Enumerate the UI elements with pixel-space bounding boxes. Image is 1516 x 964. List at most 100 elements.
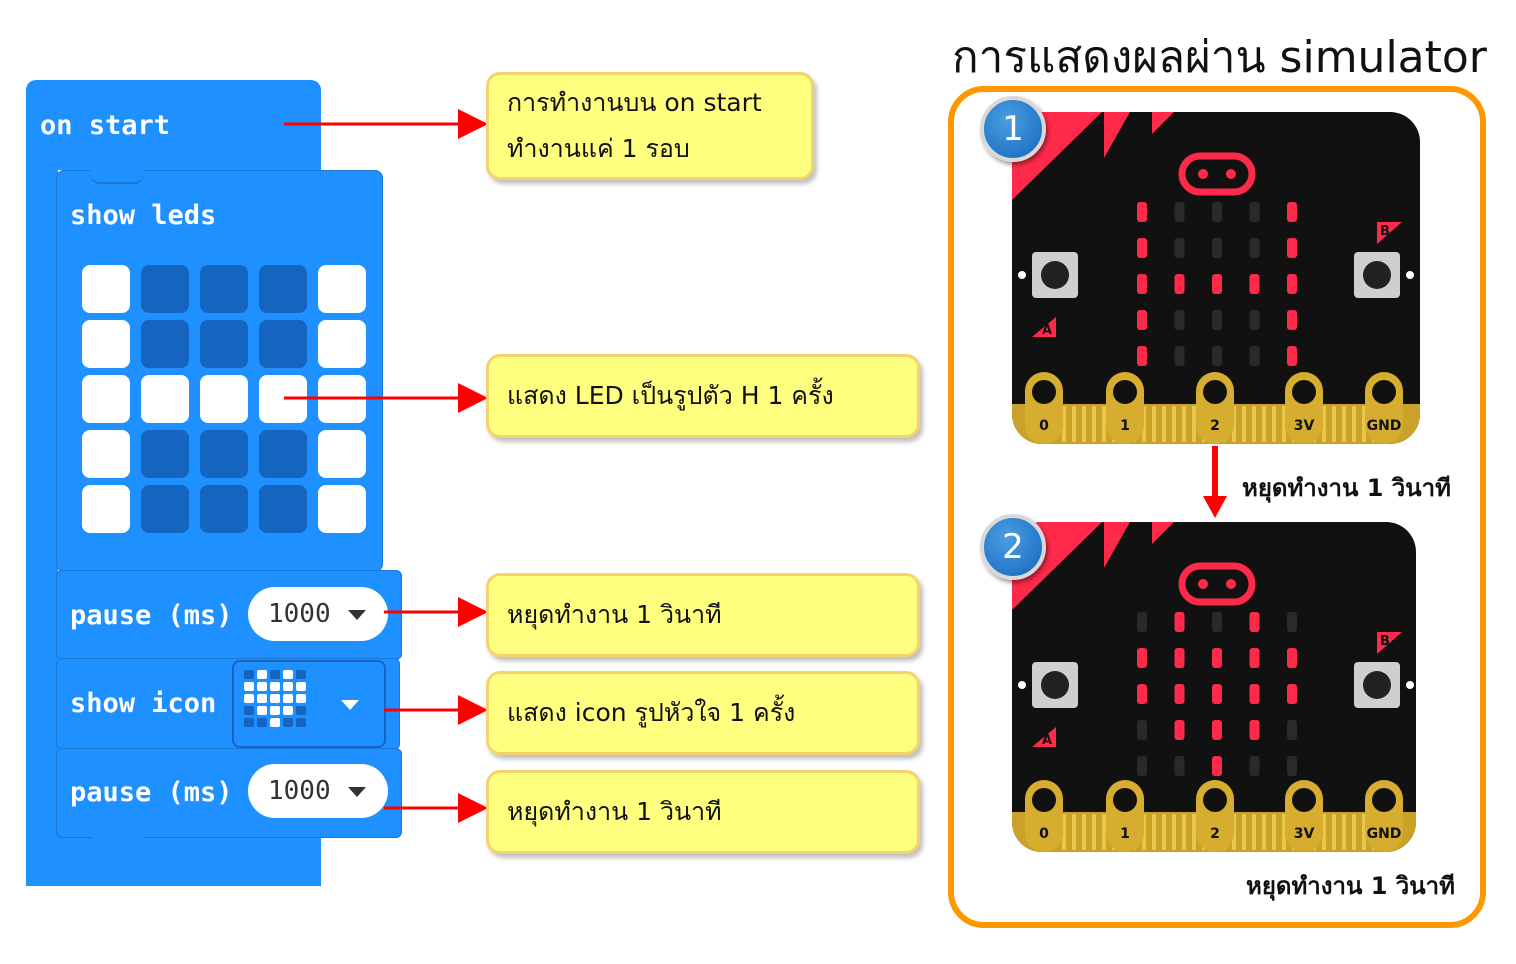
edge-strip — [1072, 406, 1076, 442]
on-start-rail — [26, 168, 58, 886]
led-toggle[interactable] — [259, 485, 307, 533]
led-toggle[interactable] — [200, 485, 248, 533]
led-dark — [1137, 756, 1147, 776]
led-toggle[interactable] — [82, 265, 130, 313]
led-toggle[interactable] — [200, 320, 248, 368]
led-lit — [1287, 648, 1297, 668]
led-toggle[interactable] — [82, 375, 130, 423]
edge-strip — [1282, 406, 1286, 442]
pin-label: 2 — [1210, 826, 1220, 842]
led-dark — [1174, 346, 1185, 366]
led-toggle[interactable] — [318, 265, 366, 313]
edge-strip — [1162, 814, 1166, 850]
led-toggle[interactable] — [141, 265, 189, 313]
sim-caption-1: หยุดทำงาน 1 วินาที — [1242, 474, 1451, 502]
led-lit — [1174, 648, 1185, 668]
led-lit — [1137, 684, 1147, 704]
chevron-down-icon[interactable] — [348, 610, 366, 620]
edge-strip — [1332, 406, 1336, 442]
led-toggle[interactable] — [82, 320, 130, 368]
pin-hole — [1113, 380, 1137, 404]
edge-strip — [1152, 814, 1156, 850]
led-dark — [1287, 720, 1297, 740]
led-dark — [1212, 346, 1222, 366]
led-lit — [1212, 274, 1222, 294]
button-dot — [1406, 271, 1414, 279]
edge-strip — [1192, 406, 1196, 442]
led-lit — [1137, 202, 1147, 222]
heart-icon-pixel — [296, 682, 306, 691]
led-toggle[interactable] — [259, 430, 307, 478]
pause-value-2-text: 1000 — [268, 776, 331, 806]
button-a-label: A — [1042, 323, 1052, 338]
on-start-block[interactable] — [26, 80, 321, 170]
led-dark — [1137, 720, 1147, 740]
simulator-title: การแสดงผลผ่าน simulator — [952, 32, 1487, 83]
led-toggle[interactable] — [318, 485, 366, 533]
edge-strip — [1102, 814, 1106, 850]
button-a-marker — [1032, 727, 1056, 747]
corner-deco — [1104, 522, 1130, 568]
led-toggle[interactable] — [318, 320, 366, 368]
led-toggle[interactable] — [82, 430, 130, 478]
heart-icon-pixel — [283, 670, 293, 679]
note-show-leds: แสดง LED เป็นรูปตัว H 1 ครั้ง — [486, 354, 920, 438]
pin-label: GND — [1367, 826, 1402, 842]
chevron-down-icon[interactable] — [341, 700, 359, 710]
note-on-start-line2: ทำงานแค่ 1 รอบ — [507, 134, 690, 163]
pin-hole — [1203, 380, 1227, 404]
pause-label-2: pause (ms) — [70, 777, 233, 808]
note-pause-2: หยุดทำงาน 1 วินาที — [486, 770, 920, 854]
led-lit — [1137, 238, 1147, 258]
led-dark — [1137, 612, 1147, 632]
led-lit — [1212, 648, 1222, 668]
pause-label-1: pause (ms) — [70, 600, 233, 631]
microbit-logo-dot — [1226, 579, 1236, 589]
led-lit — [1249, 648, 1260, 668]
show-leds-label: show leds — [70, 200, 217, 231]
corner-deco — [1152, 112, 1174, 134]
led-toggle[interactable] — [200, 375, 248, 423]
button-dot — [1018, 271, 1026, 279]
led-toggle[interactable] — [82, 485, 130, 533]
led-dark — [1212, 612, 1222, 632]
heart-icon-pixel — [270, 670, 280, 679]
led-toggle[interactable] — [259, 265, 307, 313]
led-lit — [1249, 612, 1260, 632]
led-toggle[interactable] — [141, 485, 189, 533]
edge-strip — [1062, 814, 1066, 850]
led-toggle[interactable] — [141, 375, 189, 423]
led-lit — [1174, 274, 1185, 294]
led-toggle[interactable] — [141, 320, 189, 368]
heart-icon-pixel — [257, 718, 267, 727]
led-toggle[interactable] — [200, 265, 248, 313]
button-dot — [1406, 681, 1414, 689]
led-lit — [1137, 346, 1147, 366]
led-toggle[interactable] — [141, 430, 189, 478]
heart-icon-pixel — [296, 718, 306, 727]
pin-hole — [1292, 788, 1316, 812]
led-toggle[interactable] — [259, 320, 307, 368]
led-dark — [1249, 238, 1260, 258]
led-dark — [1249, 310, 1260, 330]
edge-strip — [1242, 406, 1246, 442]
edge-strip — [1152, 406, 1156, 442]
pin-label: 0 — [1039, 826, 1049, 842]
note-show-icon-text: แสดง icon รูปหัวใจ 1 ครั้ง — [507, 698, 796, 727]
led-toggle[interactable] — [318, 430, 366, 478]
pin-hole — [1032, 788, 1056, 812]
led-dark — [1212, 202, 1222, 222]
pin-label: 2 — [1210, 418, 1220, 434]
led-lit — [1249, 684, 1260, 704]
edge-strip — [1242, 814, 1246, 850]
led-lit — [1212, 720, 1222, 740]
on-start-footer — [26, 836, 321, 886]
led-dark — [1287, 756, 1297, 776]
led-toggle[interactable] — [200, 430, 248, 478]
edge-strip — [1192, 814, 1196, 850]
led-lit — [1174, 720, 1185, 740]
button-b-label: B — [1380, 224, 1390, 239]
chevron-down-icon[interactable] — [348, 787, 366, 797]
